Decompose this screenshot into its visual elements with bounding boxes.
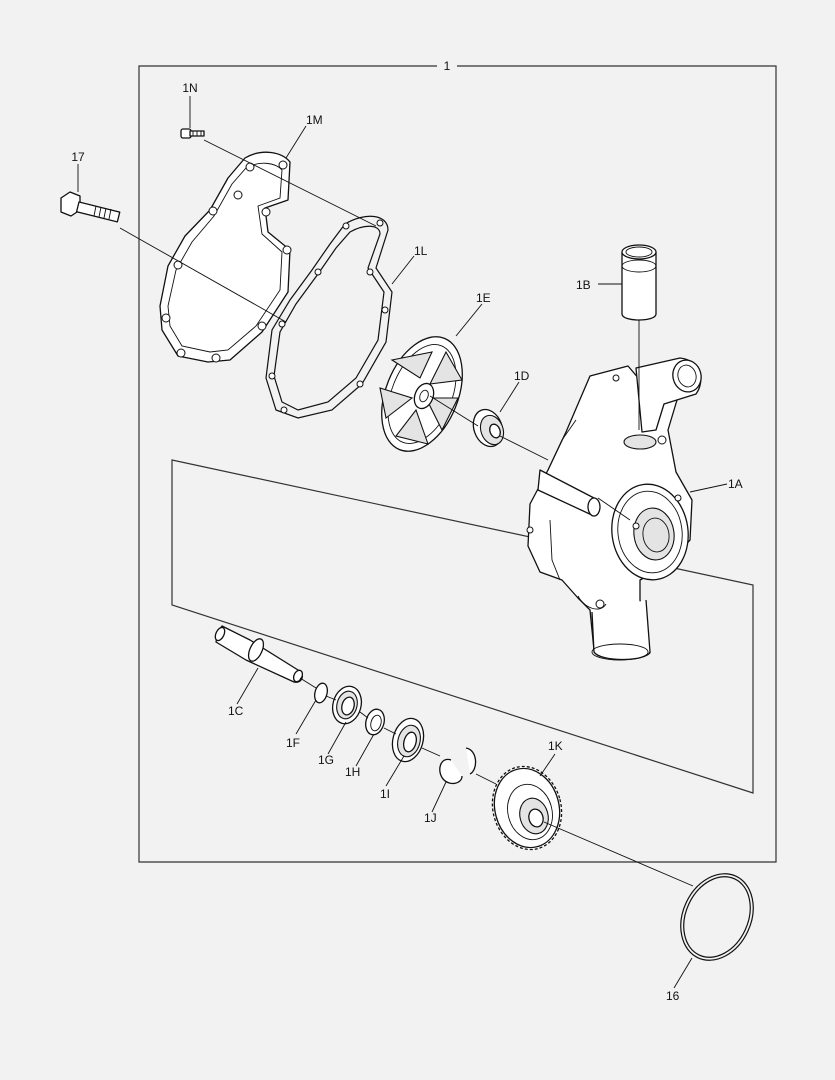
part-1a-housing: [526, 357, 702, 661]
label-1f: 1F: [286, 736, 300, 750]
part-1k-gear: [491, 765, 563, 851]
label-1e: 1E: [476, 291, 491, 305]
part-1i-bearing: [391, 717, 425, 763]
label-1i: 1I: [380, 787, 390, 801]
leader-lines: [77, 96, 728, 989]
label-1m: 1M: [306, 113, 323, 127]
assembly-frame: [138, 65, 777, 863]
part-16-oring: [680, 873, 754, 961]
label-assembly: 1: [444, 59, 451, 73]
label-1b: 1B: [576, 278, 591, 292]
label-1n: 1N: [182, 81, 197, 95]
part-17-bolt: [60, 191, 121, 223]
label-1l: 1L: [414, 244, 428, 258]
label-1c: 1C: [228, 704, 244, 718]
part-1n-screw: [180, 128, 205, 139]
part-1l-gasket: [265, 215, 393, 419]
label-1d: 1D: [514, 369, 530, 383]
label-16: 16: [666, 989, 680, 1003]
part-1m-cover: [159, 151, 292, 363]
part-1c-shaft: [214, 625, 304, 683]
label-17: 17: [71, 150, 85, 164]
part-1e-impeller: [379, 336, 463, 452]
label-1g: 1G: [318, 753, 334, 767]
part-1f-washer: [314, 682, 328, 704]
part-1g-bearing: [331, 685, 363, 725]
part-1h-spacer: [365, 708, 385, 736]
part-1d-seal: [472, 408, 505, 448]
alignment-lines: [119, 139, 694, 887]
label-1k: 1K: [548, 739, 563, 753]
part-1b-sleeve: [621, 244, 657, 321]
label-1h: 1H: [345, 765, 360, 779]
part-1j-circlips: [439, 747, 477, 785]
label-1j: 1J: [424, 811, 437, 825]
label-1a: 1A: [728, 477, 743, 491]
